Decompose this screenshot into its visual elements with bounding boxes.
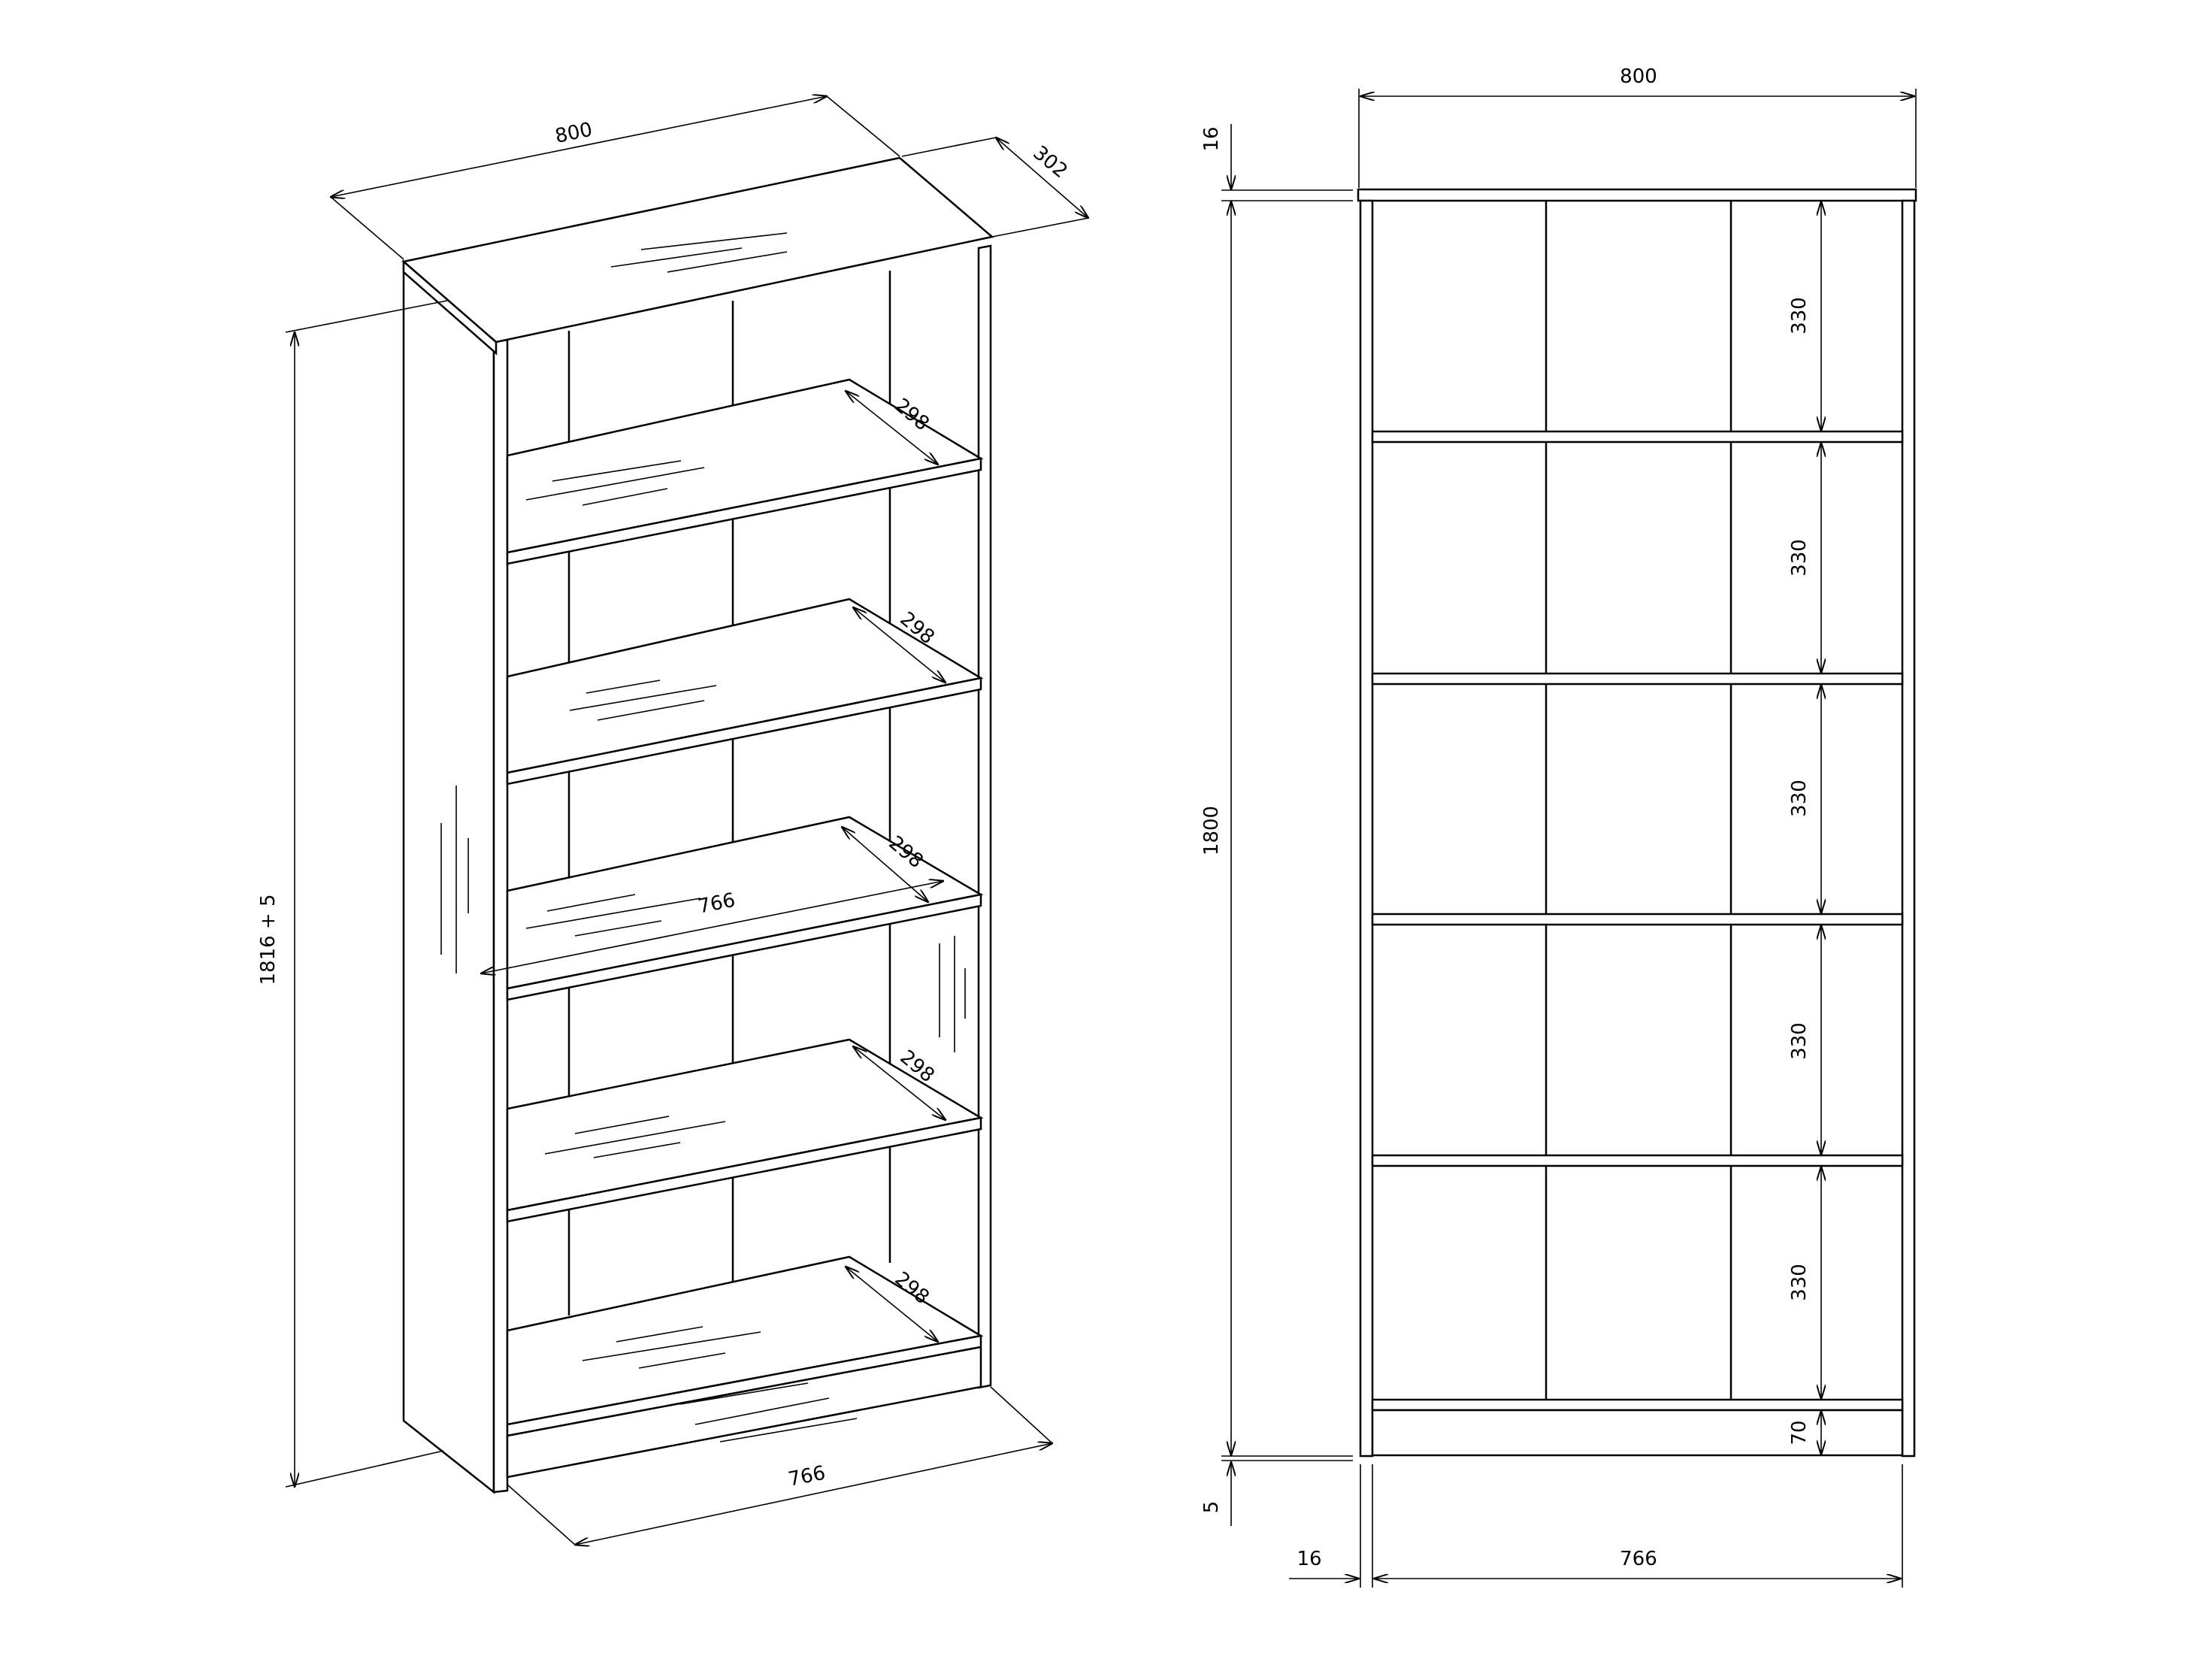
iso-dim-line-298 (853, 607, 946, 683)
iso-grain-line (667, 251, 788, 273)
iso-dim-line-298 (846, 1267, 938, 1342)
iso-dim-line-766-bottom (575, 1443, 1052, 1545)
iso-side-panel (402, 262, 495, 1494)
iso-extension-line (507, 1484, 576, 1545)
iso-dim-width-top: 800 (553, 119, 595, 148)
iso-extension-line (991, 217, 1089, 238)
iso-extension-line (901, 137, 997, 157)
front-shelf (1371, 1154, 1904, 1167)
iso-extension-line (330, 196, 404, 260)
iso-dim-line-298 (853, 1046, 946, 1120)
iso-right-side-edge (977, 244, 992, 1389)
front-plinth (1371, 1409, 1904, 1457)
front-dim-shelf-gap: 330 (1788, 297, 1811, 335)
front-dim-foot-gap: 5 (1200, 1501, 1223, 1514)
front-dim-inner-width: 766 (1620, 1548, 1657, 1570)
front-top-board (1357, 188, 1917, 202)
iso-top-front-edge (402, 259, 498, 356)
front-bottom-shelf (1371, 1398, 1904, 1412)
front-shelf (1371, 430, 1904, 444)
front-dim-height: 1800 (1200, 806, 1223, 855)
front-dim-top-thickness: 16 (1200, 126, 1223, 151)
iso-dim-bottom-width: 766 (786, 1462, 827, 1491)
iso-dim-line-298 (846, 391, 938, 465)
front-dim-shelf-gap: 330 (1788, 1022, 1811, 1060)
front-dim-plinth-height: 70 (1788, 1420, 1811, 1445)
iso-grain-line (610, 247, 743, 268)
iso-extension-line (285, 300, 448, 333)
iso-top-panel (401, 156, 994, 344)
front-shelf (1371, 913, 1904, 926)
iso-dim-line-766-inner (481, 881, 943, 973)
iso-extension-line (285, 1450, 444, 1488)
iso-dim-line-302 (996, 138, 1088, 218)
isometric-view: 800 302 1816 + 5 298 298 298 298 298 766… (257, 96, 1088, 1545)
iso-dim-line-800 (331, 96, 827, 197)
front-shelf (1371, 672, 1904, 686)
iso-extension-line (826, 95, 900, 157)
front-dim-side-thickness: 16 (1297, 1548, 1321, 1570)
iso-dim-depth-top: 302 (1028, 141, 1071, 183)
front-view: 800 16 1800 5 330 330 330 330 330 70 16 (1200, 65, 1917, 1588)
iso-grain-line (640, 232, 788, 250)
front-dim-shelf-gap: 330 (1788, 1264, 1811, 1301)
front-right-side (1901, 199, 1916, 1458)
front-dim-shelf-gap: 330 (1788, 780, 1811, 817)
iso-extension-line (990, 1386, 1053, 1444)
front-left-side (1359, 199, 1374, 1458)
front-dim-shelf-gap: 330 (1788, 539, 1811, 577)
iso-left-front-edge (492, 338, 509, 1494)
iso-dim-height-total: 1816 + 5 (257, 894, 280, 985)
front-dim-width-top: 800 (1620, 65, 1657, 88)
